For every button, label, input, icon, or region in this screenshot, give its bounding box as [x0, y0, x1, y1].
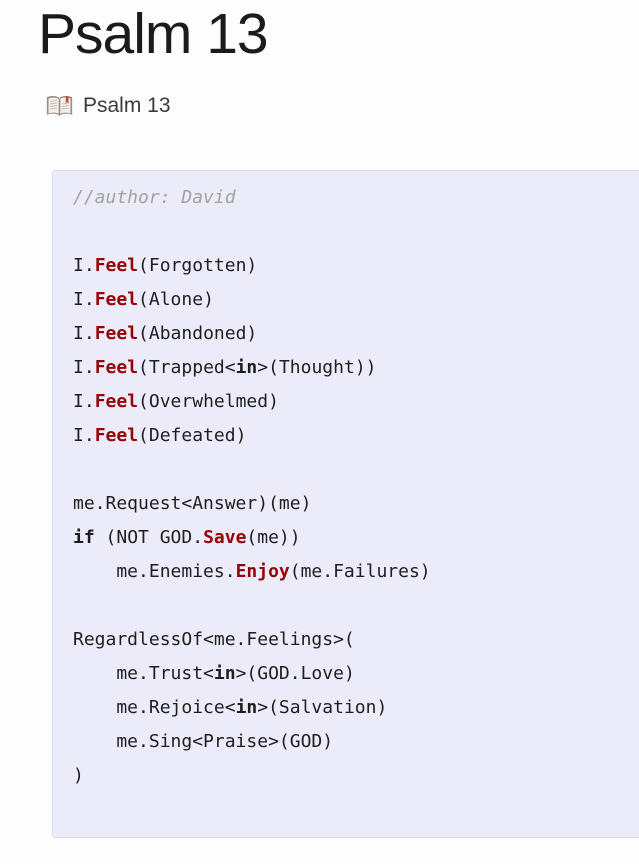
code-line: I.Feel(Forgotten): [73, 249, 639, 283]
code-segment-bold: in: [235, 697, 258, 719]
code-line: [73, 589, 639, 623]
code-segment-plain: (Abandoned): [138, 323, 258, 345]
code-segment-keyword: Enjoy: [235, 561, 290, 583]
code-segment-keyword: Feel: [94, 289, 139, 311]
breadcrumb: Psalm 13: [46, 94, 639, 118]
code-segment-keyword: Feel: [94, 357, 139, 379]
code-segment-plain: me.Request<Answer)(me): [73, 493, 312, 515]
code-segment-plain: (me)): [246, 527, 301, 549]
code-segment-plain: I.: [73, 391, 95, 413]
code-segment-bold: in: [235, 357, 258, 379]
code-segment-plain: me.Rejoice<: [73, 697, 236, 719]
code-line: I.Feel(Defeated): [73, 419, 639, 453]
code-segment-plain: (Alone): [138, 289, 214, 311]
code-line: me.Enemies.Enjoy(me.Failures): [73, 555, 639, 589]
code-segment-plain: me.Enemies.: [73, 561, 236, 583]
code-segment-plain: ): [73, 765, 84, 787]
code-segment-plain: RegardlessOf<me.Feelings>(: [73, 629, 355, 651]
code-segment-plain: (Defeated): [138, 425, 247, 447]
code-line: ): [73, 759, 639, 793]
code-segment-plain: (NOT GOD.: [94, 527, 204, 549]
code-line: [73, 793, 639, 827]
code-segment-plain: (me.Failures): [289, 561, 431, 583]
code-segment-plain: (Trapped<: [138, 357, 236, 379]
code-line: me.Rejoice<in>(Salvation): [73, 691, 639, 725]
code-segment-keyword: Save: [203, 527, 247, 549]
code-segment-keyword: Feel: [94, 391, 139, 413]
code-line: RegardlessOf<me.Feelings>(: [73, 623, 639, 657]
code-segment-plain: I.: [73, 357, 95, 379]
code-segment-plain: (Forgotten): [138, 255, 258, 277]
code-segment-comment: //author: David: [73, 187, 236, 209]
code-segment-keyword: Feel: [94, 323, 139, 345]
code-line: me.Sing<Praise>(GOD): [73, 725, 639, 759]
code-segment-bold: in: [213, 663, 236, 685]
code-segment-keyword: Feel: [94, 255, 139, 277]
code-line: I.Feel(Trapped<in>(Thought)): [73, 351, 639, 385]
code-segment-plain: I.: [73, 323, 95, 345]
open-book-icon: [46, 94, 73, 118]
code-segment-bold: if: [73, 527, 95, 549]
code-segment-plain: >(Thought)): [257, 357, 377, 379]
code-line: me.Trust<in>(GOD.Love): [73, 657, 639, 691]
code-line: I.Feel(Overwhelmed): [73, 385, 639, 419]
code-segment-plain: I.: [73, 255, 95, 277]
code-segment-plain: >(Salvation): [257, 697, 388, 719]
code-line: [73, 215, 639, 249]
code-line: [73, 453, 639, 487]
code-segment-plain: >(GOD.Love): [235, 663, 355, 685]
code-line: I.Feel(Abandoned): [73, 317, 639, 351]
code-segment-plain: (Overwhelmed): [138, 391, 279, 413]
code-segment-plain: me.Sing<Praise>(GOD): [73, 731, 334, 753]
psalm-link[interactable]: Psalm 13: [83, 94, 171, 118]
code-segment-plain: I.: [73, 289, 95, 311]
code-segment-plain: I.: [73, 425, 95, 447]
code-segment-keyword: Feel: [94, 425, 139, 447]
page-title: Psalm 13: [38, 2, 269, 66]
code-line: //author: David: [73, 181, 639, 215]
code-line: me.Request<Answer)(me): [73, 487, 639, 521]
code-line: I.Feel(Alone): [73, 283, 639, 317]
code-line: if (NOT GOD.Save(me)): [73, 521, 639, 555]
code-segment-plain: me.Trust<: [73, 663, 214, 685]
